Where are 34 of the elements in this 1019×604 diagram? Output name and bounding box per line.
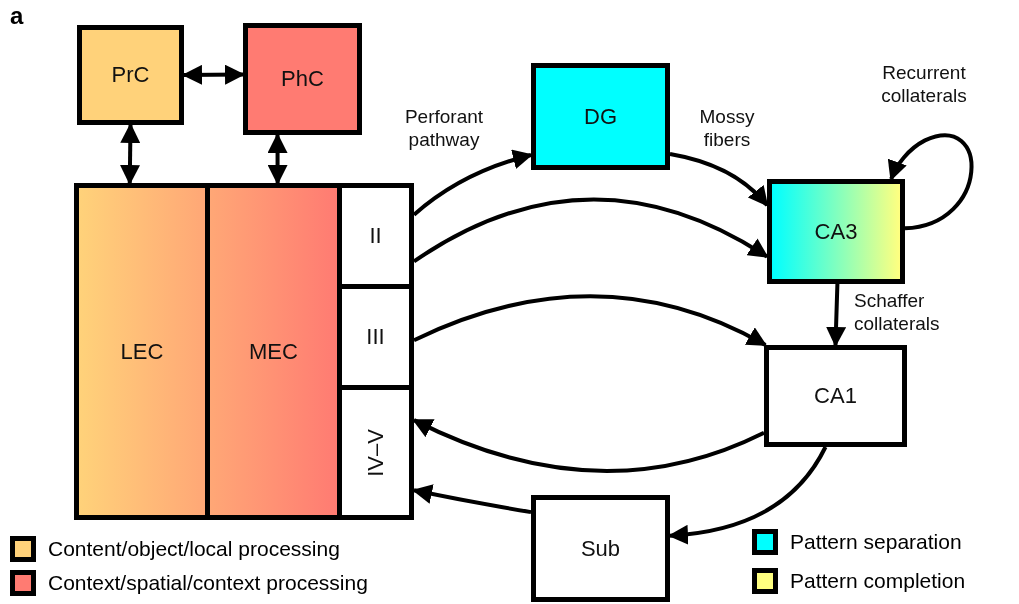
arrow [182, 64, 245, 85]
region-label: PrC [111, 62, 150, 88]
region-box [77, 25, 184, 125]
region-box [767, 179, 905, 284]
arrow [412, 484, 532, 515]
region-label: Sub [580, 535, 621, 562]
region-label: IV–V [362, 428, 389, 477]
region-label: CA1 [814, 383, 857, 409]
arrow [412, 149, 533, 217]
arrow [120, 123, 141, 185]
legend-label: Pattern completion [790, 569, 966, 593]
region-label: PhC [281, 66, 324, 92]
panel-letter: a [10, 2, 24, 30]
region-label: CA3 [814, 218, 858, 245]
region-label: MEC [249, 338, 298, 365]
region-label: II [369, 223, 382, 249]
region-box [243, 23, 362, 135]
arrow [413, 294, 768, 347]
arrow [888, 133, 974, 231]
arrow [669, 152, 769, 207]
legend-label: Content/object/local processing [48, 537, 340, 561]
arrow [412, 418, 765, 473]
arrow [412, 197, 769, 264]
region-box [531, 495, 670, 602]
arrow [267, 133, 288, 185]
arrow [668, 446, 828, 545]
legend-label: Pattern separation [790, 530, 962, 554]
arrow [826, 283, 847, 347]
legend-label: Context/spatial/context processing [48, 571, 368, 595]
region-box [764, 345, 907, 447]
region-label: LEC [120, 338, 164, 365]
region-box [531, 63, 670, 170]
region-label: III [366, 324, 385, 350]
region-label: DG [584, 103, 617, 130]
